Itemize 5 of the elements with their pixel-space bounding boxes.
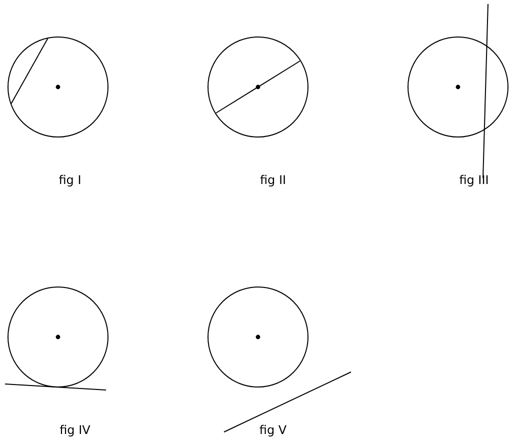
figure-caption: fig III	[459, 173, 489, 187]
figure-caption: fig I	[58, 173, 82, 187]
figure-caption: fig II	[260, 173, 286, 187]
figure-caption: fig IV	[60, 423, 90, 437]
figure-caption: fig V	[259, 423, 287, 437]
